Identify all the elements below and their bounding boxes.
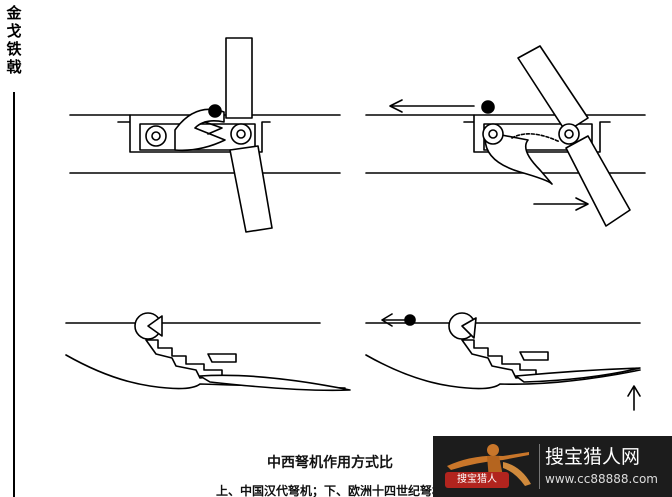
bronze-housing bbox=[463, 114, 611, 153]
han-trigger-released bbox=[365, 45, 646, 227]
title-char: 戈 bbox=[6, 22, 22, 40]
trigger-motion-arrowhead bbox=[575, 197, 589, 211]
hunter-logo-icon: 搜宝猎人 bbox=[433, 436, 537, 497]
bowstring-dot bbox=[208, 104, 222, 118]
figure-caption: 中西弩机作用方式比 bbox=[267, 455, 393, 471]
vertical-book-title: 金 戈 铁 戟 bbox=[4, 4, 24, 76]
sear-motion-outline bbox=[511, 133, 561, 143]
nut-notch bbox=[461, 317, 477, 339]
figure-subcaption: 上、中国汉代弩机；下、欧洲十四世纪弩机 bbox=[215, 484, 444, 497]
watermark-title: 搜宝猎人网 bbox=[545, 446, 641, 468]
stock-profile bbox=[365, 354, 641, 390]
front-pin bbox=[230, 123, 252, 145]
watermark: 搜宝猎人 搜宝猎人网 www.cc88888.com bbox=[433, 436, 672, 497]
bronze-housing bbox=[117, 114, 271, 153]
trigger-blade bbox=[229, 145, 273, 233]
long-trigger-lever bbox=[199, 374, 351, 392]
bowstring-dot bbox=[481, 100, 495, 114]
margin-rule bbox=[13, 92, 15, 497]
string-motion-arrowhead bbox=[381, 313, 393, 327]
rear-pin bbox=[482, 123, 504, 145]
front-pin bbox=[558, 123, 580, 145]
front-pin-hole bbox=[564, 129, 574, 139]
rear-pin-hole bbox=[488, 129, 498, 139]
nut-notch bbox=[147, 315, 163, 337]
string-catch-tooth bbox=[517, 45, 589, 133]
sear-linkage bbox=[461, 339, 537, 379]
watermark-url: www.cc88888.com bbox=[545, 472, 658, 486]
title-char: 戟 bbox=[6, 58, 22, 76]
trigger-blade bbox=[565, 135, 631, 227]
euro-nut-released bbox=[365, 312, 641, 411]
spring-block bbox=[519, 351, 549, 361]
long-trigger-lever bbox=[515, 367, 641, 383]
string-catch-tooth bbox=[225, 37, 253, 119]
sear-linkage bbox=[145, 339, 223, 379]
title-char: 金 bbox=[6, 4, 22, 22]
rear-pin-hole bbox=[151, 131, 161, 141]
euro-nut-cocked bbox=[65, 312, 351, 392]
sear-notch bbox=[204, 121, 223, 135]
front-pin-hole bbox=[236, 129, 246, 139]
string-motion-arrowhead bbox=[389, 99, 403, 113]
title-char: 铁 bbox=[6, 40, 22, 58]
sear-lever bbox=[484, 131, 553, 185]
han-trigger-cocked bbox=[69, 37, 341, 233]
bowstring-dot bbox=[404, 314, 416, 326]
spring-block bbox=[207, 353, 237, 363]
trigger-lift-arrowhead bbox=[627, 385, 641, 397]
watermark-badge: 搜宝猎人 bbox=[445, 472, 509, 488]
rear-pin bbox=[145, 125, 167, 147]
watermark-divider bbox=[539, 444, 540, 489]
